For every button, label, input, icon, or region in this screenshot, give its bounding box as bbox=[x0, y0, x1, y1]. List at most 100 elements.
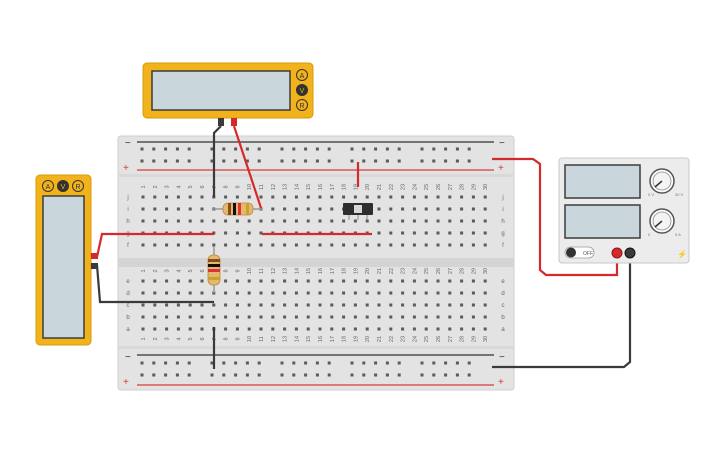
hole-g9[interactable] bbox=[235, 231, 239, 235]
rail-hole-bottom-minus[interactable] bbox=[315, 361, 319, 365]
multimeter-top-black-terminal[interactable] bbox=[218, 118, 224, 126]
hole-f12[interactable] bbox=[271, 243, 275, 247]
rail-hole-top-plus[interactable] bbox=[467, 159, 471, 163]
hole-b16[interactable] bbox=[318, 315, 322, 319]
rail-hole-bottom-plus[interactable] bbox=[397, 373, 401, 377]
rail-hole-bottom-plus[interactable] bbox=[315, 373, 319, 377]
hole-h11[interactable] bbox=[259, 219, 263, 223]
hole-c15[interactable] bbox=[306, 303, 310, 307]
hole-h17[interactable] bbox=[330, 219, 334, 223]
hole-e21[interactable] bbox=[377, 279, 381, 283]
hole-a15[interactable] bbox=[306, 327, 310, 331]
rail-hole-top-plus[interactable] bbox=[315, 159, 319, 163]
hole-h1[interactable] bbox=[141, 219, 145, 223]
hole-f13[interactable] bbox=[283, 243, 287, 247]
hole-h2[interactable] bbox=[153, 219, 157, 223]
rail-hole-top-plus[interactable] bbox=[304, 159, 308, 163]
rail-hole-top-minus[interactable] bbox=[280, 147, 284, 151]
hole-e12[interactable] bbox=[271, 279, 275, 283]
hole-b6[interactable] bbox=[200, 315, 204, 319]
hole-d13[interactable] bbox=[283, 291, 287, 295]
rail-hole-top-minus[interactable] bbox=[210, 147, 214, 151]
rail-hole-top-minus[interactable] bbox=[164, 147, 168, 151]
rail-hole-top-plus[interactable] bbox=[362, 159, 366, 163]
hole-g27[interactable] bbox=[448, 231, 452, 235]
rail-hole-top-plus[interactable] bbox=[234, 159, 238, 163]
rail-hole-bottom-minus[interactable] bbox=[234, 361, 238, 365]
rail-hole-bottom-minus[interactable] bbox=[175, 361, 179, 365]
hole-g30[interactable] bbox=[483, 231, 487, 235]
hole-b19[interactable] bbox=[353, 315, 357, 319]
hole-h13[interactable] bbox=[283, 219, 287, 223]
rail-hole-bottom-minus[interactable] bbox=[280, 361, 284, 365]
hole-b1[interactable] bbox=[141, 315, 145, 319]
hole-b20[interactable] bbox=[365, 315, 369, 319]
hole-b29[interactable] bbox=[471, 315, 475, 319]
hole-g28[interactable] bbox=[460, 231, 464, 235]
rail-hole-top-minus[interactable] bbox=[140, 147, 144, 151]
multimeter-left-mode-a-button[interactable]: A bbox=[42, 180, 54, 192]
hole-h12[interactable] bbox=[271, 219, 275, 223]
hole-h24[interactable] bbox=[412, 219, 416, 223]
hole-d24[interactable] bbox=[412, 291, 416, 295]
multimeter-left[interactable]: A V R bbox=[35, 174, 98, 346]
hole-i22[interactable] bbox=[389, 207, 393, 211]
hole-g10[interactable] bbox=[247, 231, 251, 235]
wire-top-meter-red[interactable] bbox=[232, 125, 263, 209]
rail-hole-top-plus[interactable] bbox=[374, 159, 378, 163]
hole-f25[interactable] bbox=[424, 243, 428, 247]
rail-hole-top-minus[interactable] bbox=[304, 147, 308, 151]
hole-a19[interactable] bbox=[353, 327, 357, 331]
hole-e6[interactable] bbox=[200, 279, 204, 283]
hole-d4[interactable] bbox=[176, 291, 180, 295]
hole-e3[interactable] bbox=[165, 279, 169, 283]
hole-a6[interactable] bbox=[200, 327, 204, 331]
rail-hole-top-minus[interactable] bbox=[315, 147, 319, 151]
rail-hole-top-plus[interactable] bbox=[257, 159, 261, 163]
multimeter-top-mode-v-button[interactable]: V bbox=[296, 84, 308, 96]
hole-c9[interactable] bbox=[235, 303, 239, 307]
hole-e14[interactable] bbox=[294, 279, 298, 283]
hole-a12[interactable] bbox=[271, 327, 275, 331]
rail-hole-bottom-plus[interactable] bbox=[210, 373, 214, 377]
hole-c8[interactable] bbox=[224, 303, 228, 307]
hole-d21[interactable] bbox=[377, 291, 381, 295]
hole-b11[interactable] bbox=[259, 315, 263, 319]
hole-c29[interactable] bbox=[471, 303, 475, 307]
hole-c19[interactable] bbox=[353, 303, 357, 307]
rail-hole-bottom-plus[interactable] bbox=[164, 373, 168, 377]
hole-j20[interactable] bbox=[365, 195, 369, 199]
hole-c25[interactable] bbox=[424, 303, 428, 307]
rail-hole-bottom-plus[interactable] bbox=[467, 373, 471, 377]
hole-f15[interactable] bbox=[306, 243, 310, 247]
multimeter-left-mode-v-button[interactable]: V bbox=[57, 180, 69, 192]
hole-a9[interactable] bbox=[235, 327, 239, 331]
rail-hole-top-plus[interactable] bbox=[350, 159, 354, 163]
hole-b8[interactable] bbox=[224, 315, 228, 319]
hole-d3[interactable] bbox=[165, 291, 169, 295]
rail-hole-top-plus[interactable] bbox=[210, 159, 214, 163]
rail-hole-bottom-plus[interactable] bbox=[187, 373, 191, 377]
hole-i30[interactable] bbox=[483, 207, 487, 211]
resistor-vertical[interactable] bbox=[207, 247, 221, 293]
hole-f11[interactable] bbox=[259, 243, 263, 247]
hole-j22[interactable] bbox=[389, 195, 393, 199]
hole-d5[interactable] bbox=[188, 291, 192, 295]
rail-hole-top-plus[interactable] bbox=[245, 159, 249, 163]
rail-hole-top-plus[interactable] bbox=[432, 159, 436, 163]
hole-c11[interactable] bbox=[259, 303, 263, 307]
hole-f24[interactable] bbox=[412, 243, 416, 247]
hole-e9[interactable] bbox=[235, 279, 239, 283]
hole-d11[interactable] bbox=[259, 291, 263, 295]
rail-hole-bottom-minus[interactable] bbox=[362, 361, 366, 365]
power-supply-voltage-knob[interactable]: 0 V 30 V bbox=[648, 168, 684, 197]
hole-f20[interactable] bbox=[365, 243, 369, 247]
hole-c20[interactable] bbox=[365, 303, 369, 307]
rail-hole-bottom-minus[interactable] bbox=[455, 361, 459, 365]
hole-h16[interactable] bbox=[318, 219, 322, 223]
hole-d10[interactable] bbox=[247, 291, 251, 295]
hole-a8[interactable] bbox=[224, 327, 228, 331]
rail-hole-top-plus[interactable] bbox=[175, 159, 179, 163]
hole-h6[interactable] bbox=[200, 219, 204, 223]
hole-e19[interactable] bbox=[353, 279, 357, 283]
